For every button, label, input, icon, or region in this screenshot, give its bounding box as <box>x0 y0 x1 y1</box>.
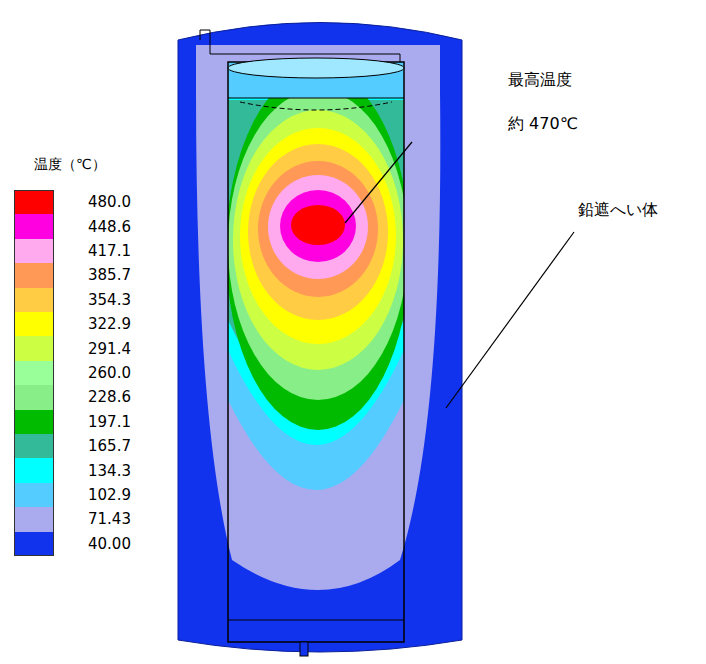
legend-value: 134.3 <box>88 462 131 480</box>
legend-swatch <box>14 410 54 435</box>
legend-swatch <box>14 361 54 386</box>
legend-value: 291.4 <box>88 340 131 358</box>
callout-value: 約 470℃ <box>508 114 578 133</box>
legend-value: 385.7 <box>88 266 131 284</box>
legend-value: 417.1 <box>88 242 131 260</box>
legend-value: 165.7 <box>88 437 131 455</box>
legend-swatch <box>14 336 54 361</box>
legend-value: 260.0 <box>88 364 131 382</box>
legend-value: 354.3 <box>88 291 131 309</box>
legend-value: 40.00 <box>88 535 131 553</box>
callout-label: 最高温度 <box>508 70 572 89</box>
legend-title: 温度（℃） <box>34 156 106 173</box>
legend-swatch <box>14 263 54 288</box>
legend-swatch <box>14 483 54 508</box>
legend-value: 102.9 <box>88 486 131 504</box>
legend-swatch <box>14 239 54 264</box>
legend-swatch <box>14 385 54 410</box>
legend-swatch <box>14 288 54 313</box>
legend-value: 71.43 <box>88 510 131 528</box>
legend-swatch <box>14 434 54 459</box>
legend-swatch <box>14 458 54 483</box>
legend-swatch <box>14 312 54 337</box>
legend-value: 448.6 <box>88 218 131 236</box>
legend-value: 197.1 <box>88 413 131 431</box>
legend-swatch <box>14 532 54 557</box>
legend-swatch <box>14 214 54 239</box>
legend-value: 322.9 <box>88 315 131 333</box>
legend-swatch <box>14 190 54 215</box>
legend-swatch <box>14 507 54 532</box>
part-name: 鉛遮へい体 <box>578 200 658 219</box>
legend-value: 480.0 <box>88 193 131 211</box>
legend-value: 228.6 <box>88 388 131 406</box>
